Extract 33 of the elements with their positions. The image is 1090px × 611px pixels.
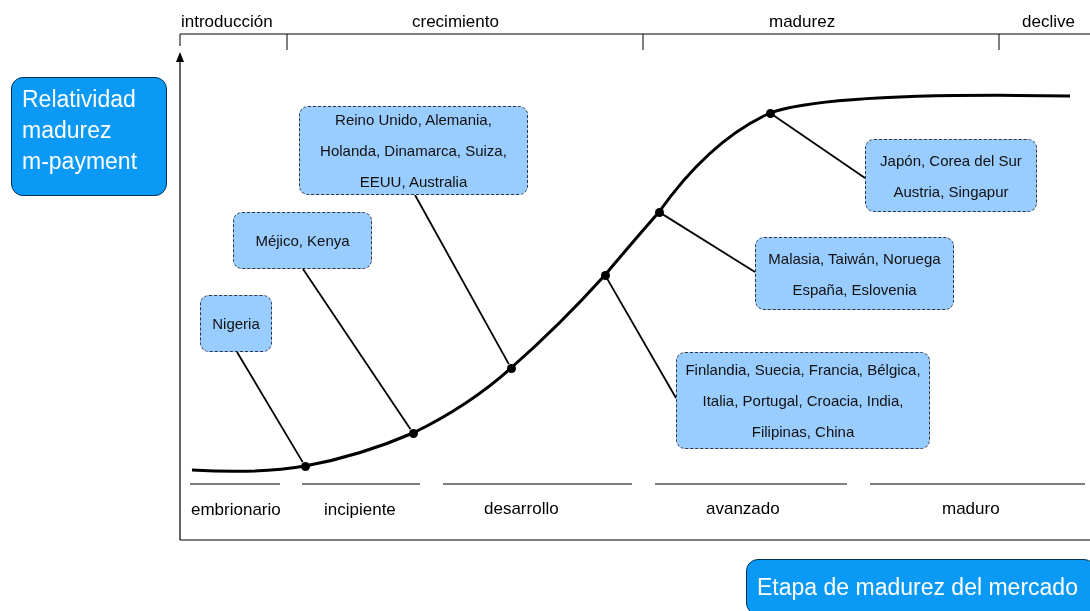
leader-line [302, 268, 412, 431]
curve-point [408, 428, 418, 438]
country-list: Japón, Corea del Sur Austria, Singapur [874, 144, 1028, 207]
curve-point [765, 108, 775, 118]
country-list: Finlandia, Suecia, Francia, Bélgica, Italia, Portugal, Croacia, India, Filipinas, China [685, 354, 921, 447]
country-box [755, 237, 954, 310]
leader-line [661, 213, 756, 273]
country-list: Méjico, Kenya [255, 225, 350, 256]
leader-line [414, 194, 510, 365]
top-stage-label: madurez [769, 12, 836, 32]
stage-label: embrionario [191, 500, 281, 520]
country-box [200, 295, 272, 352]
top-stage-label: introducción [181, 12, 273, 32]
country-list: Malasia, Taiwán, Noruega España, Eslovenia [764, 242, 945, 305]
curve-point [654, 207, 664, 217]
top-stage-label: crecimiento [412, 12, 499, 32]
country-box [865, 139, 1037, 212]
curve-point [506, 363, 516, 373]
country-list: Nigeria [212, 308, 260, 339]
leader-line [772, 114, 866, 179]
stage-label: maduro [942, 499, 1000, 519]
axis-title: Etapa de madurez del mercado [746, 559, 1090, 611]
country-box [233, 212, 372, 269]
country-list: Reino Unido, Alemania, Holanda, Dinamarca, Suiza, EEUU, Australia [308, 104, 519, 197]
top-stage-label: declive [1022, 12, 1075, 32]
stage-label: avanzado [706, 499, 780, 519]
leader-line [606, 278, 677, 399]
leader-line [236, 351, 304, 464]
stage-label: incipiente [324, 500, 396, 520]
curve-point [600, 270, 610, 280]
curve-point [300, 461, 310, 471]
stage-label: desarrollo [484, 499, 559, 519]
axis-title: Relatividad madurez m-payment [11, 77, 167, 196]
